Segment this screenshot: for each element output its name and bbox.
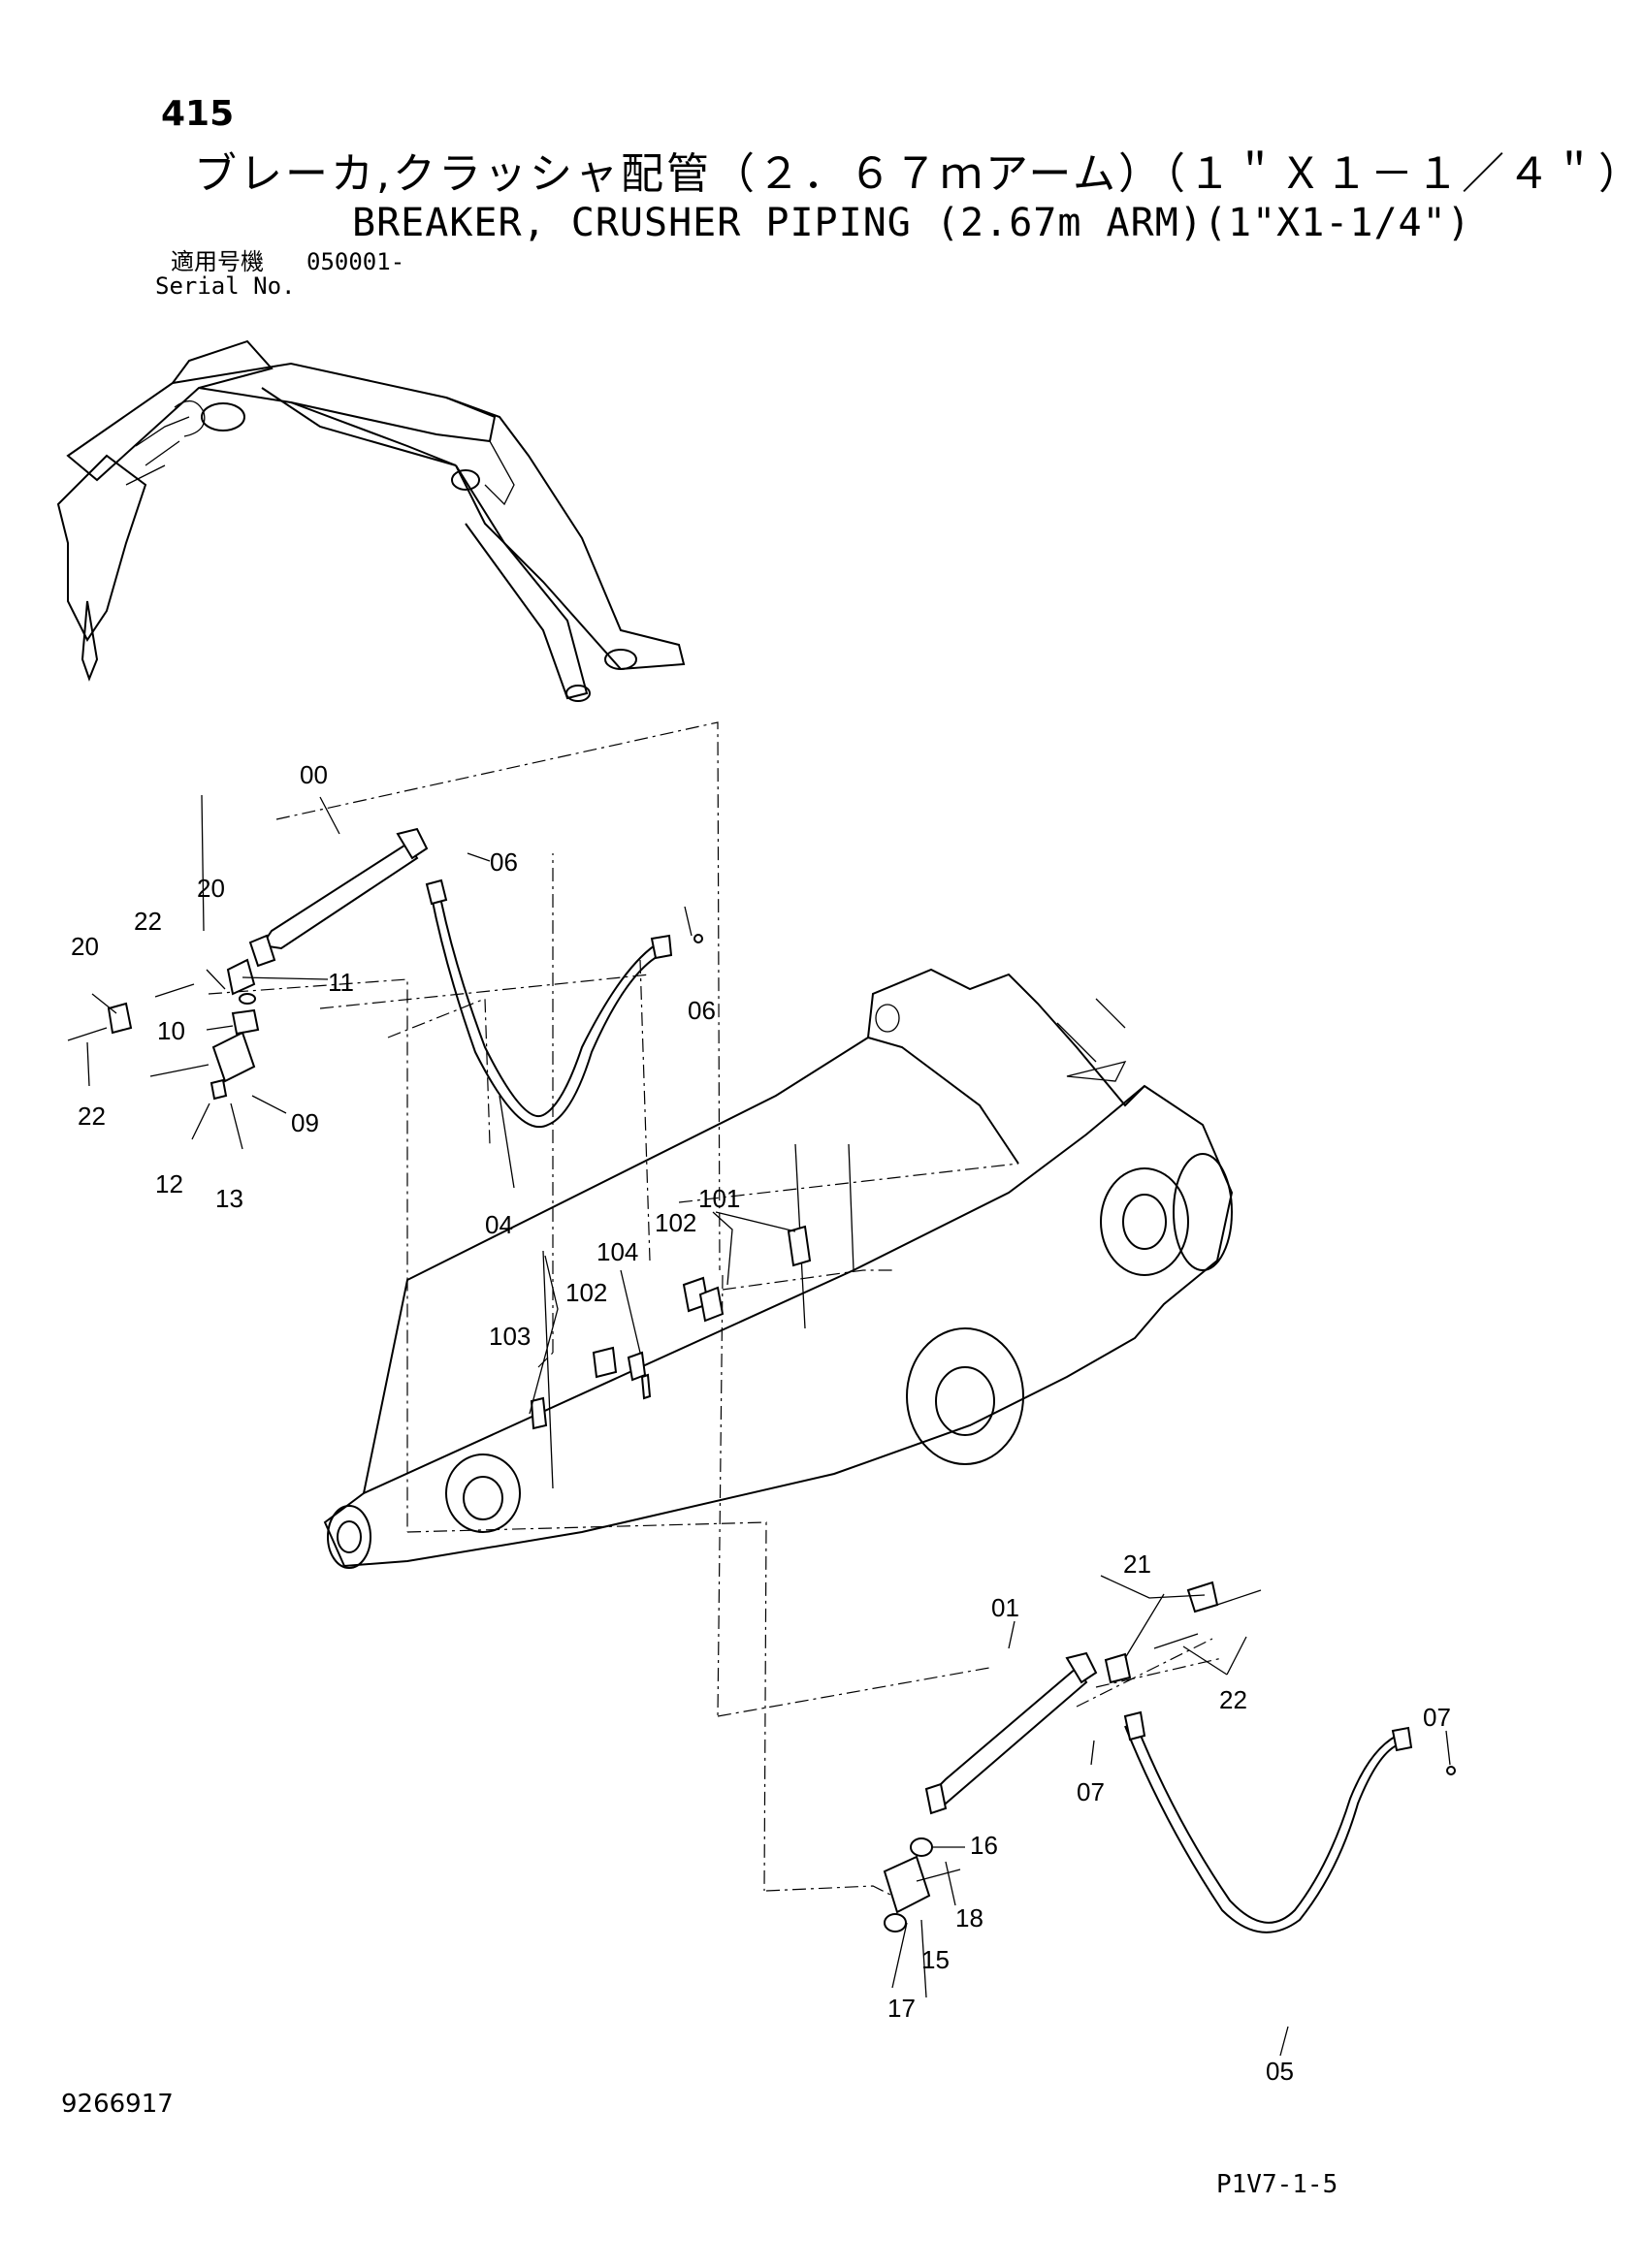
callout-13: 13 <box>215 1184 243 1213</box>
callout-07: 07 <box>1077 1777 1105 1806</box>
callout-17: 17 <box>887 1994 916 2023</box>
callout-20: 20 <box>71 932 99 961</box>
leader-lines <box>208 721 1223 1897</box>
callout-06: 06 <box>490 847 518 877</box>
callout-labels: 00 06 20 22 20 11 10 06 22 09 12 13 04 1… <box>71 760 1451 2086</box>
callout-01: 01 <box>991 1593 1019 1622</box>
callout-04: 04 <box>485 1210 513 1239</box>
callout-07: 07 <box>1423 1703 1451 1732</box>
serial-label-japanese: 適用号機 <box>171 248 264 275</box>
callout-00: 00 <box>300 760 328 789</box>
callout-102: 102 <box>565 1278 607 1307</box>
title-japanese: ブレーカ,クラッシャ配管（２．６７ｍアーム）（１＂Ｘ１－１／４＂） <box>194 149 1644 199</box>
page-number: 415 <box>161 94 235 134</box>
callout-10: 10 <box>157 1016 185 1045</box>
lower-piping-assembly <box>883 1581 1456 1933</box>
serial-label-english: Serial No. <box>155 272 296 300</box>
callout-11: 11 <box>328 968 354 997</box>
callout-06: 06 <box>688 996 716 1025</box>
arm-body <box>323 968 1234 1569</box>
document-code: 9266917 <box>61 2090 174 2119</box>
callout-15: 15 <box>921 1945 950 1974</box>
callout-21: 21 <box>1123 1549 1151 1579</box>
arm-clamps <box>530 1225 812 1430</box>
upper-piping-assembly <box>67 827 703 1129</box>
title-english: BREAKER, CRUSHER PIPING (2.67m ARM)(1"X1… <box>352 201 1471 245</box>
serial-number: 050001- <box>306 248 405 275</box>
callout-102: 102 <box>655 1208 696 1237</box>
callout-103: 103 <box>489 1322 531 1351</box>
callout-22: 22 <box>78 1102 106 1131</box>
callout-104: 104 <box>596 1237 638 1266</box>
callout-12: 12 <box>155 1169 183 1198</box>
excavator-attachment-overview <box>56 339 686 702</box>
callout-09: 09 <box>291 1108 319 1137</box>
callout-05: 05 <box>1266 2057 1294 2086</box>
callout-22: 22 <box>134 907 162 936</box>
parts-diagram: 00 06 20 22 20 11 10 06 22 09 12 13 04 1… <box>56 339 1456 2086</box>
callout-101: 101 <box>698 1184 740 1213</box>
callout-16: 16 <box>970 1831 998 1860</box>
callout-20: 20 <box>197 874 225 903</box>
callout-22: 22 <box>1219 1685 1247 1714</box>
callout-leaders <box>86 794 1451 2057</box>
page-reference: P1V7-1-5 <box>1216 2170 1338 2199</box>
callout-18: 18 <box>955 1903 983 1933</box>
